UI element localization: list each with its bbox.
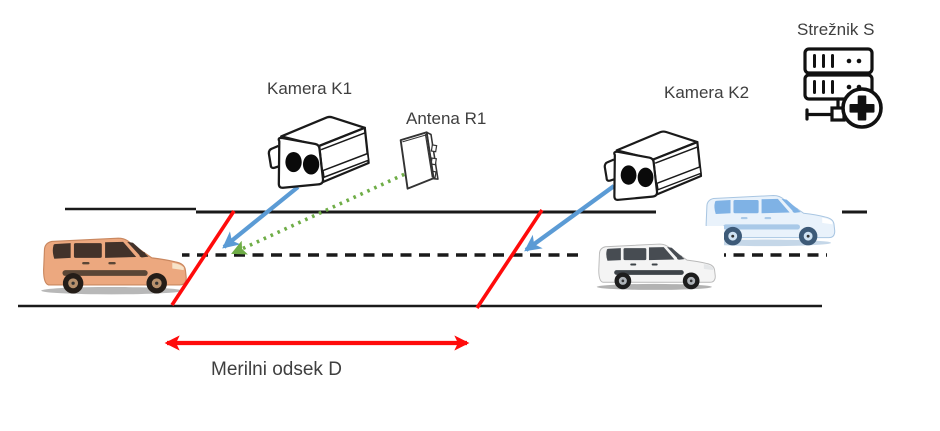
camera-k1-icon [267,115,370,189]
gate-line-1 [170,210,236,306]
label-server: Strežnik S [797,20,875,39]
antenna-r1-icon [399,131,442,190]
gate-line-2 [475,209,544,309]
camera-k1-detection-arrow [222,185,300,249]
label-antenna-r1: Antena R1 [406,109,487,128]
antenna-r1-detection-arrow [231,166,419,255]
label-measurement-section: Merilni odsek D [211,359,342,380]
camera-k2-detection-arrow [524,184,616,252]
server-plus-icon [803,47,883,129]
van-white [580,226,724,298]
label-camera-k2: Kamera K2 [664,83,750,102]
van-orange [24,218,187,298]
label-camera-k1: Kamera K1 [267,79,353,98]
